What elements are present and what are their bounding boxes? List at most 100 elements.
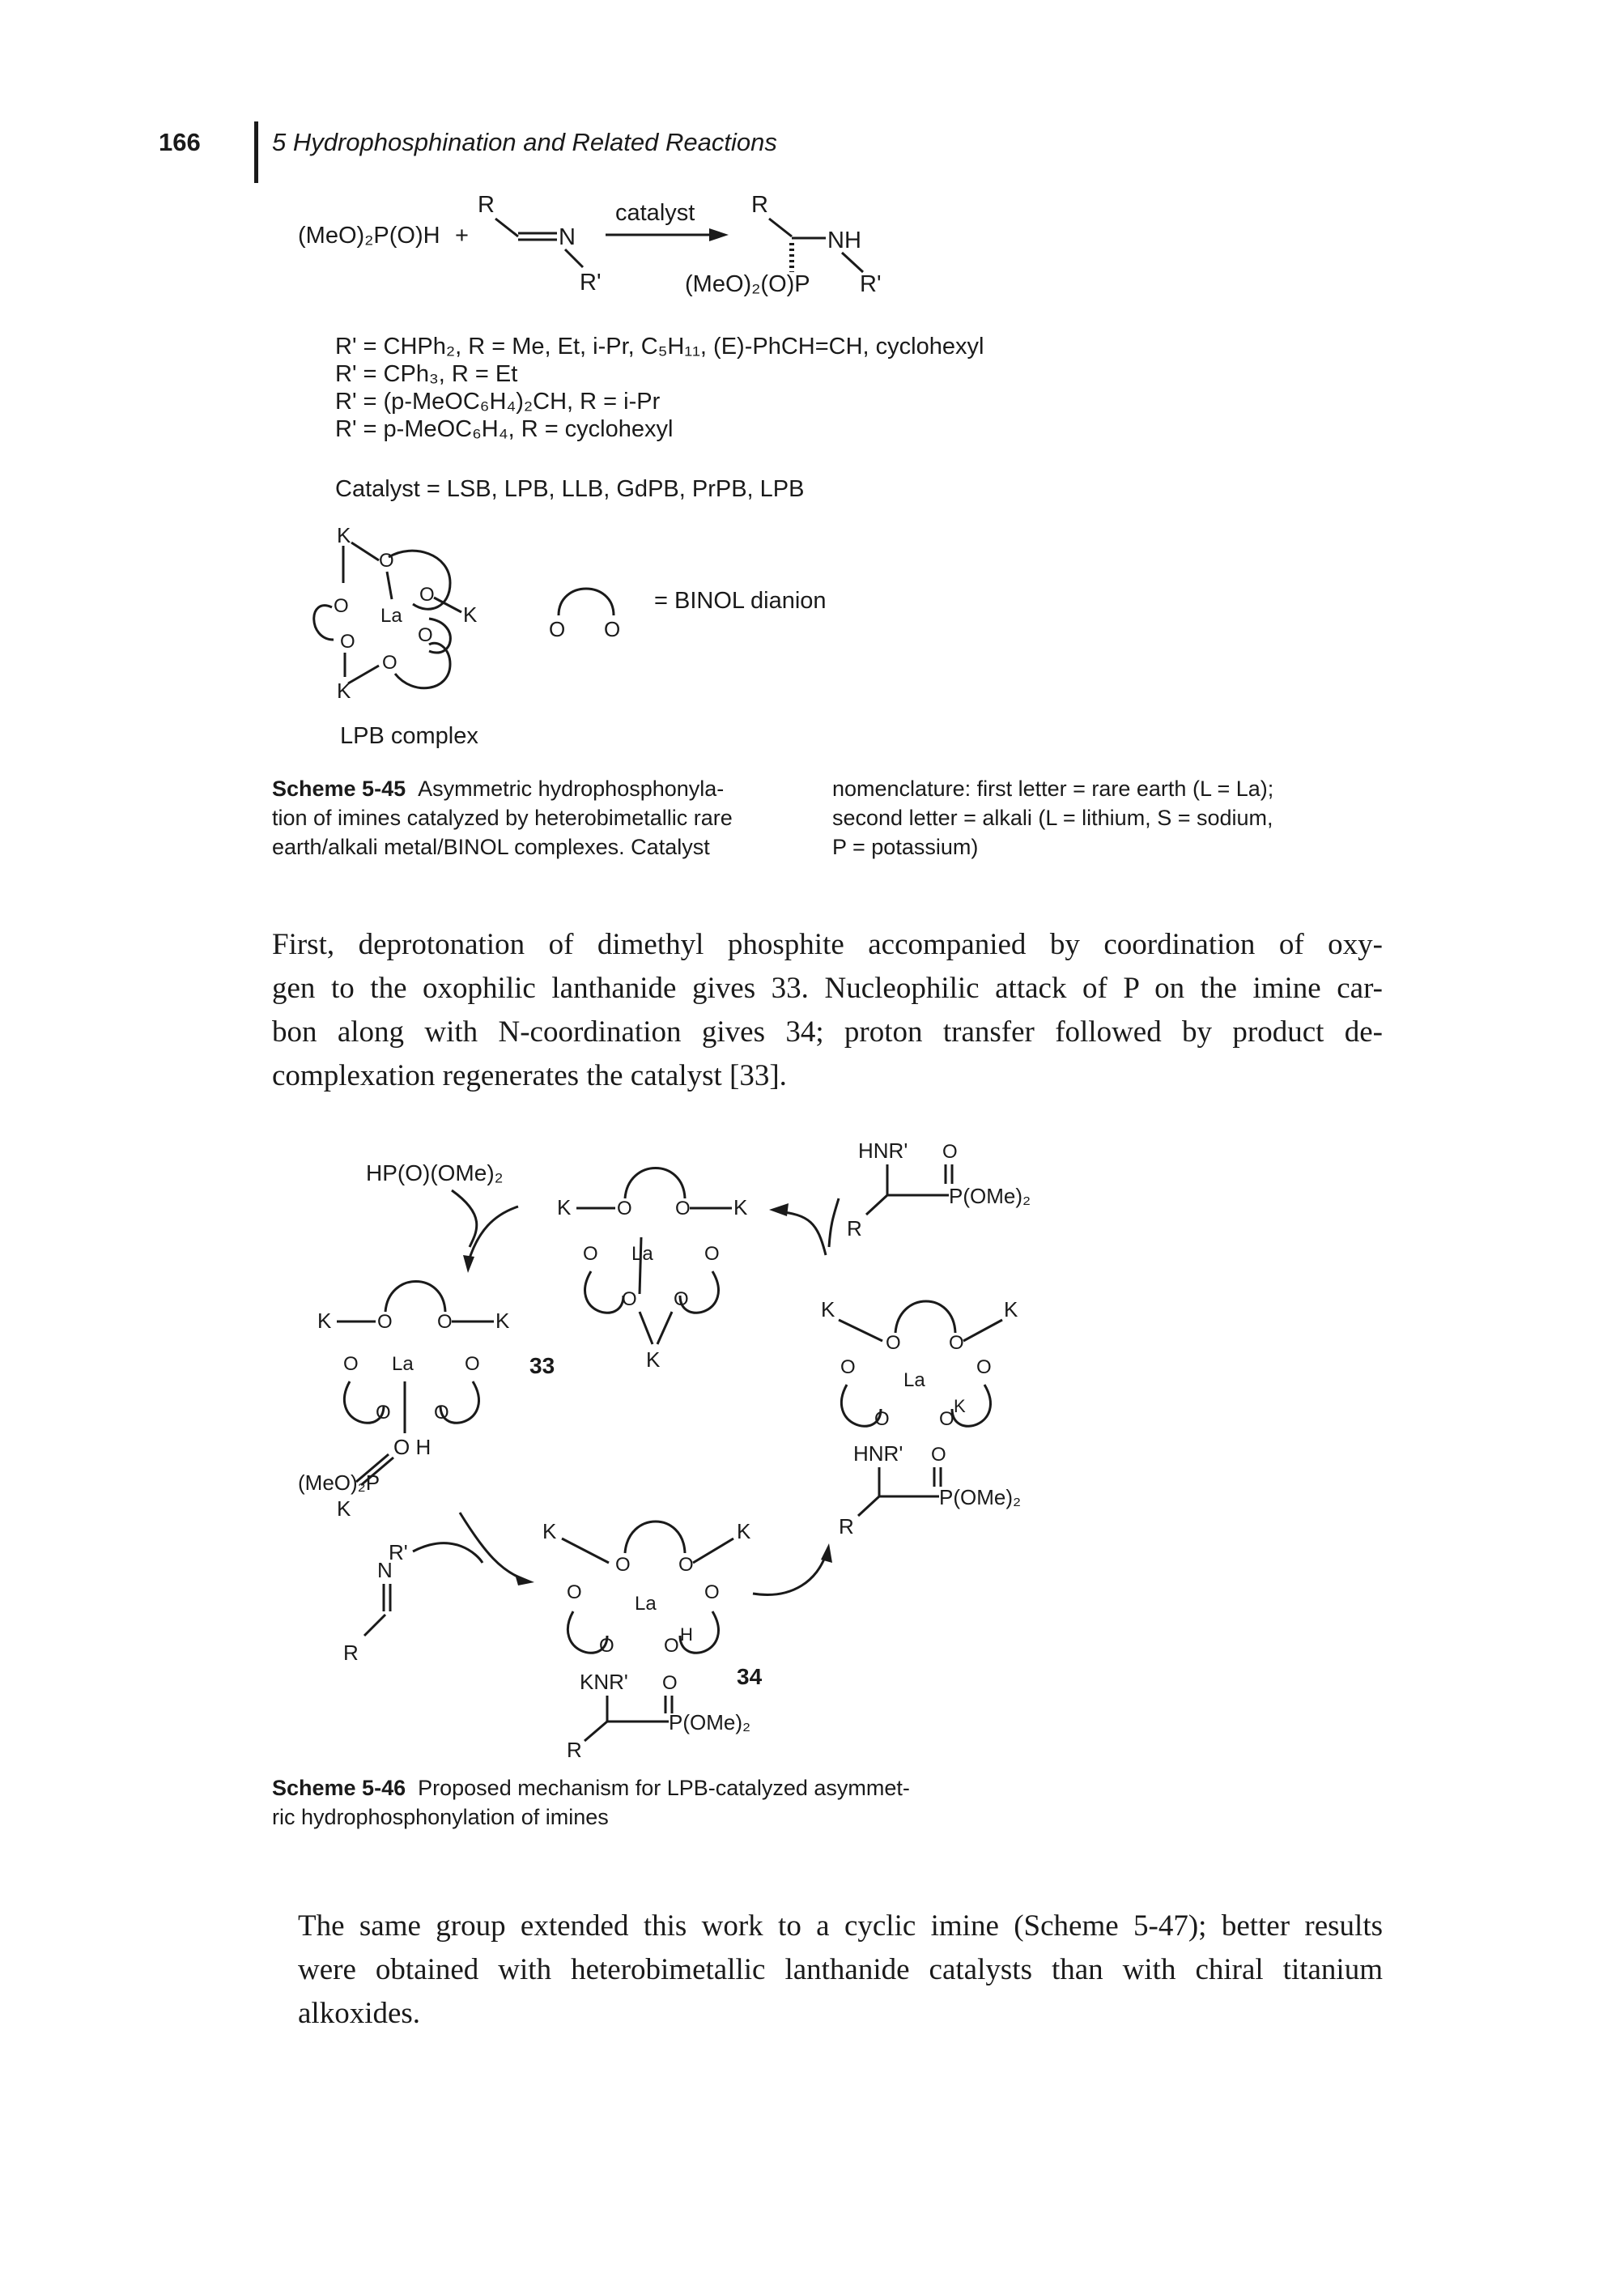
- lpb-complex-structure: K O O La O K O O K O: [312, 523, 478, 703]
- svg-text:O: O: [376, 1402, 391, 1424]
- page-number: 166: [159, 128, 201, 156]
- svg-text:K: K: [337, 1496, 351, 1521]
- svg-text:O: O: [617, 1198, 632, 1219]
- complex-o-6: O: [382, 652, 397, 674]
- imine-n: N: [559, 224, 576, 250]
- svg-text:O: O: [437, 1311, 453, 1333]
- binol-symbol: O O: [549, 587, 620, 640]
- substituent-line: R' = CPh₃, R = Et: [335, 361, 518, 387]
- product-nh: NH: [827, 228, 861, 253]
- svg-text:O: O: [583, 1243, 598, 1265]
- svg-text:K: K: [821, 1297, 835, 1321]
- plus-sign: +: [455, 223, 469, 249]
- svg-text:R: R: [847, 1216, 862, 1241]
- reagent-dimethyl-phosphite: HP(O)(OMe)₂: [366, 1160, 504, 1185]
- svg-text:O: O: [874, 1408, 890, 1430]
- complex-k-top: K: [337, 523, 351, 547]
- svg-text:O: O: [976, 1356, 992, 1378]
- running-title: 5 Hydrophosphination and Related Reactio…: [272, 128, 777, 156]
- imine-r: R: [478, 192, 495, 218]
- paragraph-line: complexation regenerates the catalyst [3…: [272, 1059, 787, 1092]
- scheme-46-caption-title: Scheme 5-46: [272, 1776, 406, 1800]
- svg-text:O: O: [622, 1288, 637, 1310]
- svg-text:R: R: [839, 1514, 854, 1539]
- imine-bond-rp: [563, 248, 585, 269]
- svg-text:O H: O H: [393, 1435, 431, 1459]
- svg-text:K: K: [1004, 1297, 1018, 1321]
- svg-text:R: R: [567, 1738, 582, 1762]
- svg-text:O: O: [662, 1672, 678, 1694]
- svg-text:O: O: [599, 1635, 614, 1657]
- svg-text:O: O: [674, 1288, 689, 1310]
- header-rule: [254, 121, 258, 183]
- svg-text:H: H: [680, 1624, 693, 1645]
- svg-text:O: O: [377, 1311, 393, 1333]
- substituent-line: R' = (p-MeOC₆H₄)₂CH, R = i-Pr: [335, 389, 661, 415]
- svg-text:O: O: [704, 1243, 720, 1265]
- svg-text:La: La: [392, 1353, 414, 1375]
- complex-k-right: K: [463, 602, 478, 627]
- caption-line: Proposed mechanism for LPB-catalyzed asy…: [418, 1776, 910, 1800]
- arrow-label: catalyst: [615, 200, 695, 226]
- substituent-line: R' = p-MeOC₆H₄, R = cyclohexyl: [335, 416, 674, 442]
- binol-label: = BINOL dianion: [654, 588, 827, 614]
- svg-text:O: O: [465, 1353, 480, 1375]
- lpb-complex-label: LPB complex: [340, 723, 478, 749]
- svg-text:K: K: [317, 1309, 332, 1333]
- substituent-line: R' = CHPh₂, R = Me, Et, i-Pr, C₅H₁₁, (E)…: [335, 334, 984, 360]
- svg-text:O: O: [704, 1581, 720, 1603]
- product-rp: R': [860, 271, 881, 297]
- imine-bond-r: [495, 217, 519, 238]
- svg-text:K: K: [733, 1195, 748, 1219]
- svg-text:O: O: [343, 1353, 359, 1375]
- svg-text:O: O: [675, 1198, 691, 1219]
- paragraph-line: bon along with N-coordination gives 34; …: [272, 1015, 1383, 1049]
- svg-text:O: O: [434, 1402, 449, 1424]
- complex-34: K O O K O La O O O H KNR' O 34 P(OMe)₂ R: [542, 1519, 832, 1762]
- complex-o-2: O: [334, 595, 349, 617]
- product-bond-r: [768, 217, 793, 238]
- paragraph-line: gen to the oxophilic lanthanide gives 33…: [272, 972, 1383, 1005]
- svg-text:O: O: [942, 1141, 958, 1163]
- paragraph-line: The same group extended this work to a c…: [298, 1909, 1383, 1943]
- svg-text:O: O: [886, 1332, 901, 1354]
- imine-reagent: R' N R: [343, 1512, 534, 1665]
- caption-line: tion of imines catalyzed by heterobimeta…: [272, 806, 733, 830]
- svg-text:O: O: [949, 1332, 964, 1354]
- scheme-46-caption: Scheme 5-46 Proposed mechanism for LPB-c…: [272, 1773, 1082, 1832]
- complex-33: K O O K O La O O O 33 O H (MeO)₂P K: [298, 1280, 555, 1521]
- binol-o-left: O: [549, 617, 565, 640]
- svg-text:P(OMe)₂: P(OMe)₂: [949, 1184, 1031, 1208]
- scheme-45-caption-title: Scheme 5-45: [272, 777, 406, 801]
- svg-text:P(OMe)₂: P(OMe)₂: [669, 1710, 750, 1734]
- complex-o-5: O: [418, 624, 433, 646]
- caption-line: second letter = alkali (L = lithium, S =…: [832, 806, 1273, 830]
- product-r: R: [751, 192, 768, 218]
- svg-text:N: N: [377, 1558, 393, 1582]
- meo2p-label: (MeO)₂P: [298, 1470, 380, 1495]
- svg-text:La: La: [635, 1593, 657, 1615]
- svg-text:O: O: [931, 1444, 946, 1466]
- scheme-45-caption-right: nomenclature: first letter = rare earth …: [832, 774, 1375, 862]
- product-released: HNR' O P(OMe)₂ R: [769, 1138, 1031, 1256]
- svg-text:HNR': HNR': [853, 1441, 903, 1466]
- svg-text:O: O: [567, 1581, 582, 1603]
- binol-o-right: O: [604, 617, 620, 640]
- catalyst-line: Catalyst = LSB, LPB, LLB, GdPB, PrPB, LP…: [335, 476, 805, 502]
- svg-text:P(OMe)₂: P(OMe)₂: [939, 1485, 1021, 1509]
- svg-text:La: La: [903, 1369, 925, 1391]
- svg-text:K: K: [954, 1396, 966, 1416]
- paragraph-line: were obtained with heterobimetallic lant…: [298, 1953, 1383, 1986]
- body-paragraph-2: The same group extended this work to a c…: [298, 1905, 1383, 2036]
- svg-text:O: O: [840, 1356, 856, 1378]
- svg-text:K: K: [495, 1309, 510, 1333]
- svg-text:K: K: [646, 1347, 661, 1372]
- svg-text:O: O: [615, 1554, 631, 1576]
- reaction-arrowhead: [709, 228, 729, 241]
- body-paragraph-1: First, deprotonation of dimethyl phosphi…: [272, 923, 1383, 1098]
- complex-o-4: O: [340, 631, 355, 653]
- product-bond-rp: [840, 251, 865, 274]
- svg-text:R': R': [389, 1540, 408, 1564]
